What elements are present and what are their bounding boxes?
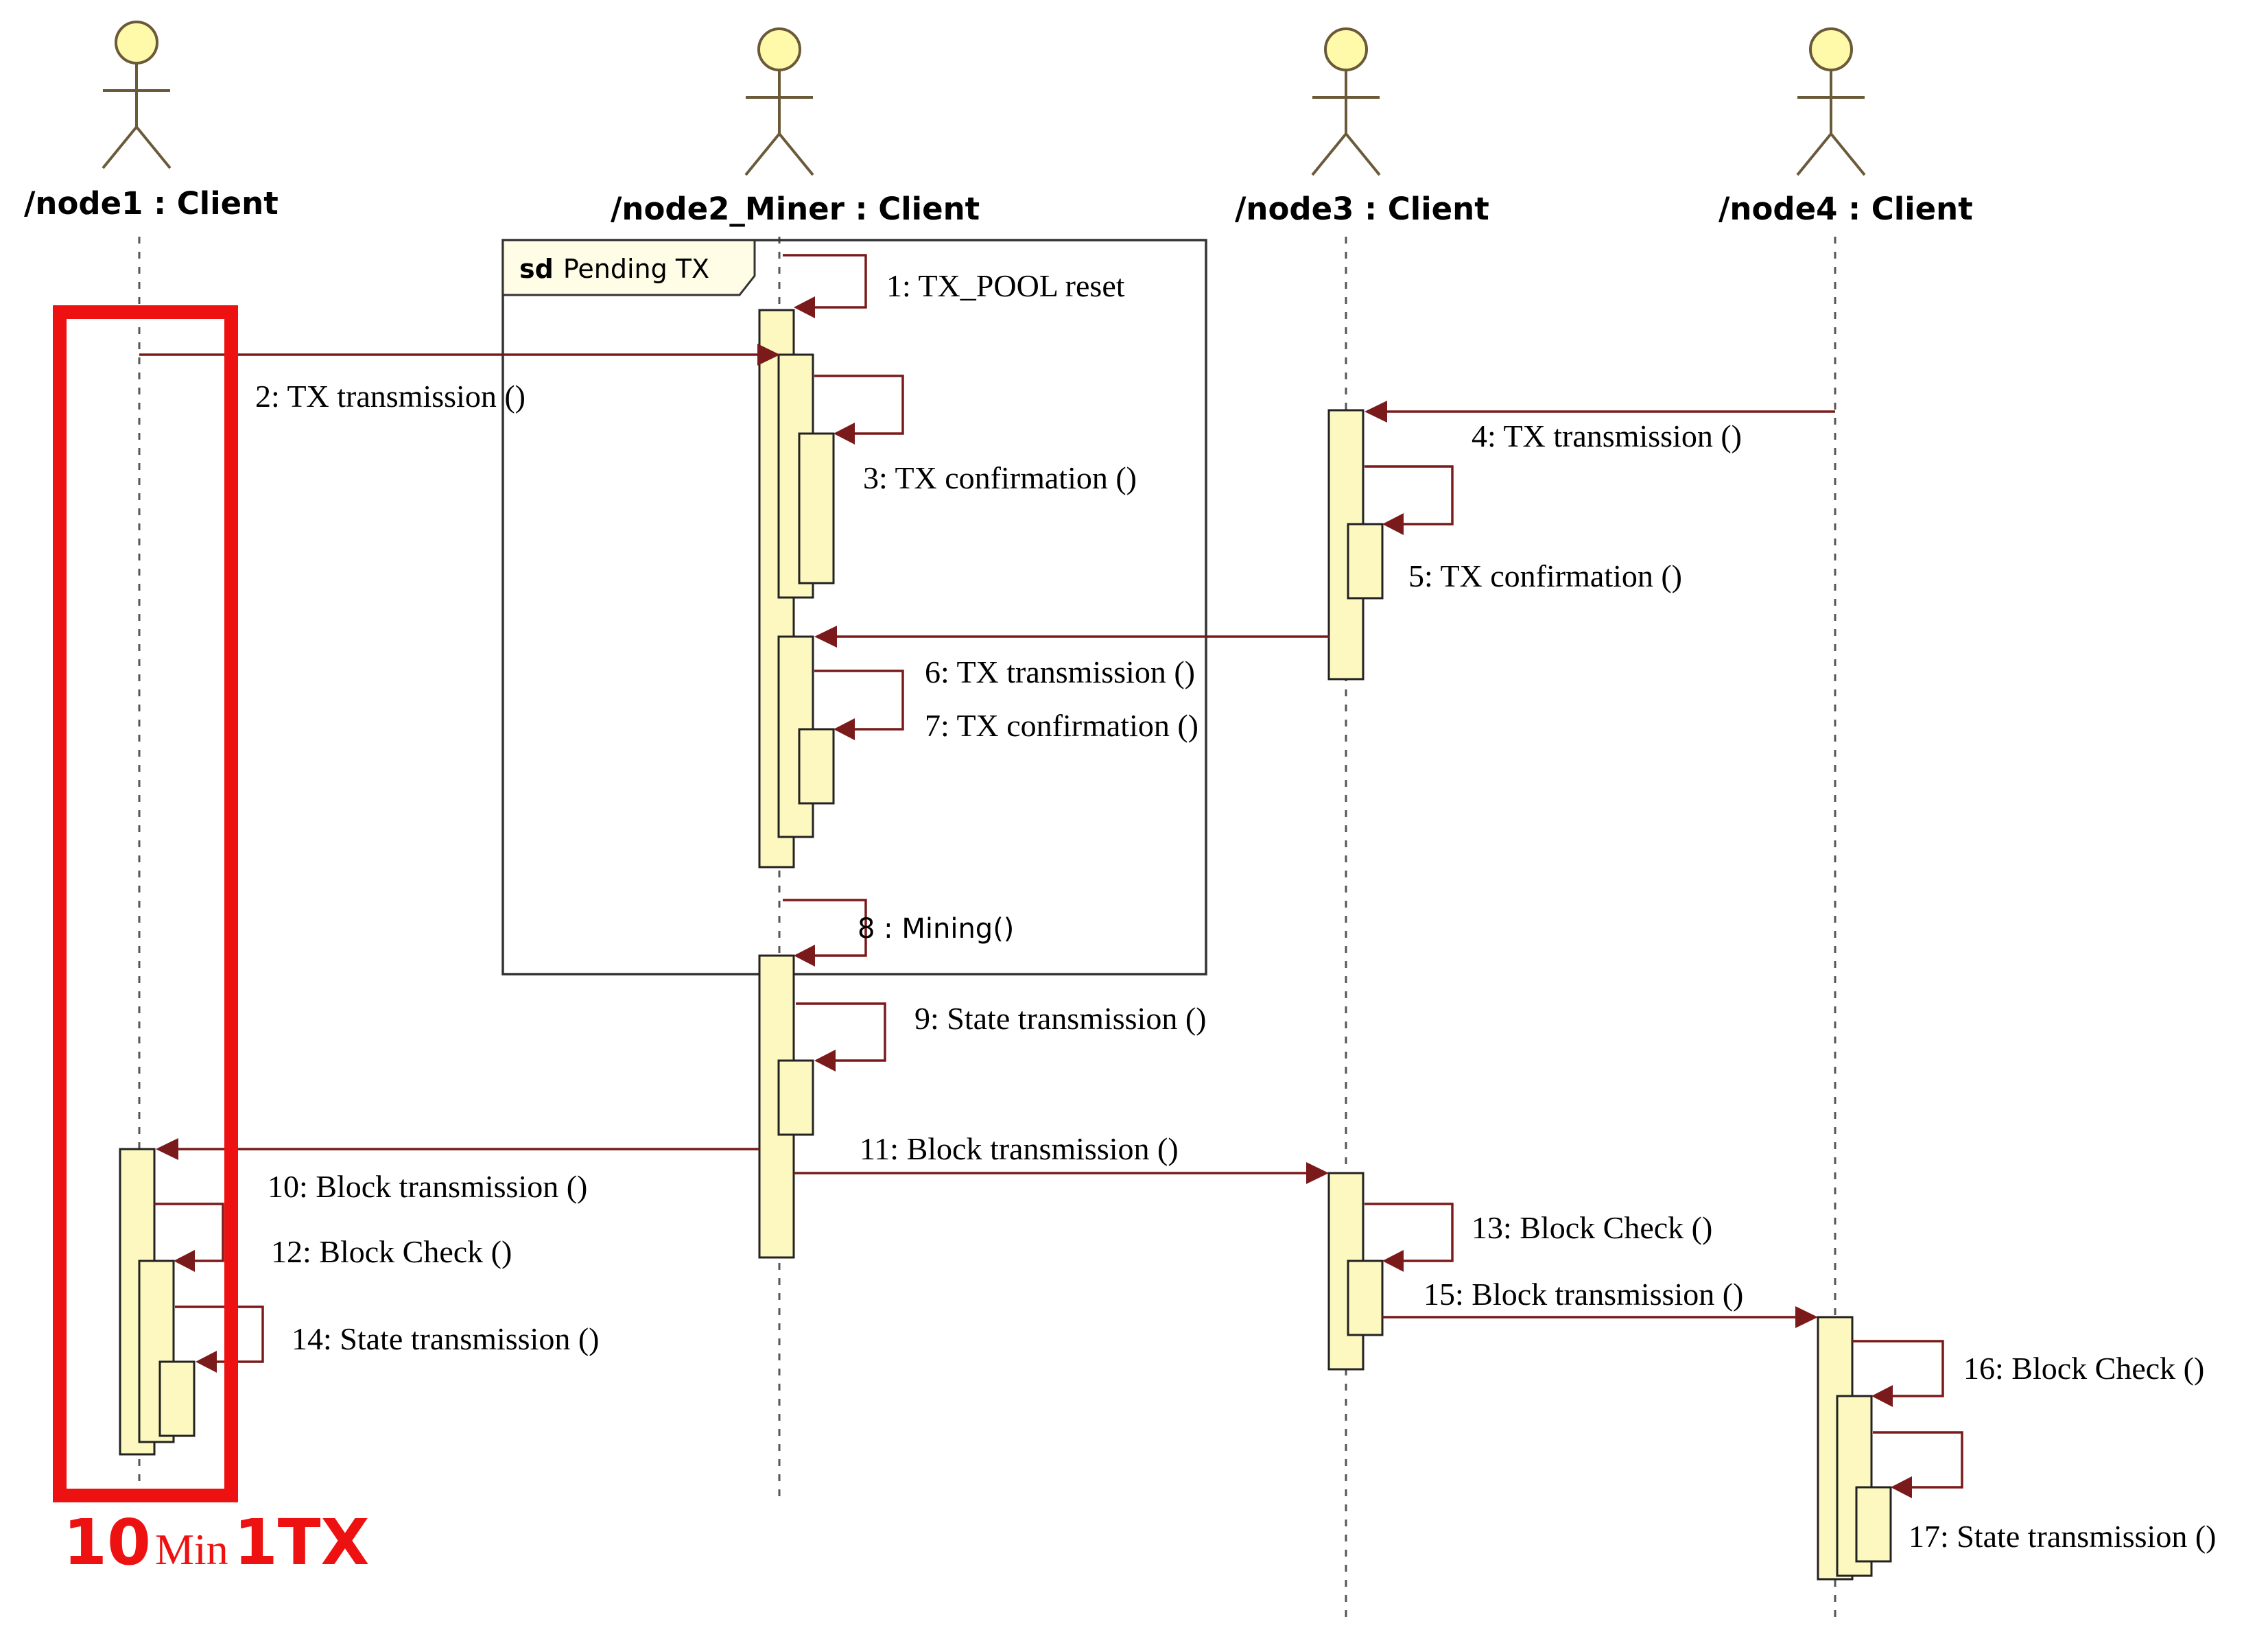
message-label-10: 10: Block transmission () — [268, 1169, 587, 1204]
actor-node2: /node2_Miner : Client — [611, 27, 980, 227]
message-12: 12: Block Check () — [154, 1203, 512, 1272]
annotation-10min-1tx: 10Min1TX — [63, 1506, 369, 1579]
frame-keyword: sd — [519, 254, 554, 284]
message-label-12: 12: Block Check () — [271, 1234, 512, 1269]
activation-node4 — [1855, 1486, 1892, 1563]
message-label-8: 8 : Mining() — [858, 913, 1014, 945]
message-14: 14: State transmission () — [175, 1305, 599, 1373]
message-label-7: 7: TX confirmation () — [925, 708, 1198, 743]
message-1: 1: TX_POOL reset — [783, 254, 1125, 318]
annotation-unit: Min — [155, 1525, 228, 1574]
message-label-3: 3: TX confirmation () — [863, 460, 1137, 495]
message-10: 10: Block transmission () — [156, 1138, 759, 1204]
message-8: 8 : Mining() — [783, 899, 1014, 967]
annotation-tx: 1TX — [234, 1506, 370, 1579]
actor-label-node3: /node3 : Client — [1235, 191, 1489, 227]
message-11: 11: Block transmission () — [794, 1131, 1329, 1184]
message-label-13: 13: Block Check () — [1472, 1210, 1712, 1245]
activation-node2 — [777, 1059, 814, 1136]
activation-node3 — [1347, 1260, 1384, 1336]
message-2: 2: TX transmission () — [139, 344, 780, 414]
stick-figure-icon — [102, 21, 172, 169]
actor-node4: /node4 : Client — [1718, 27, 1973, 227]
annotation-number: 10 — [63, 1506, 151, 1579]
activation-node2 — [798, 728, 835, 805]
message-label-16: 16: Block Check () — [1963, 1351, 2204, 1386]
message-label-11: 11: Block transmission () — [860, 1131, 1179, 1166]
message-label-6: 6: TX transmission () — [925, 654, 1195, 689]
highlight-box — [53, 305, 238, 1502]
actor-node3: /node3 : Client — [1235, 27, 1489, 227]
message-3: 3: TX confirmation () — [814, 375, 1137, 495]
message-6: 6: TX transmission () — [814, 626, 1329, 689]
frame-name: Pending TX — [563, 254, 709, 284]
message-16: 16: Block Check () — [1852, 1340, 2204, 1407]
activation-node3 — [1347, 523, 1384, 600]
stick-figure-icon — [1796, 27, 1866, 176]
message-7: 7: TX confirmation () — [814, 670, 1198, 743]
message-5: 5: TX confirmation () — [1365, 465, 1682, 593]
actor-label-node4: /node4 : Client — [1718, 191, 1973, 227]
message-4: 4: TX transmission () — [1365, 401, 1835, 453]
actor-label-node2: /node2_Miner : Client — [611, 191, 980, 227]
stick-figure-icon — [744, 27, 814, 176]
message-17: 17: State transmission () — [1873, 1431, 2216, 1554]
actor-label-node1: /node1 : Client — [24, 185, 279, 222]
message-label-15: 15: Block transmission () — [1424, 1277, 1743, 1312]
activation-node1 — [158, 1360, 196, 1437]
message-label-17: 17: State transmission () — [1909, 1519, 2216, 1554]
message-label-1: 1: TX_POOL reset — [886, 268, 1125, 303]
message-label-9: 9: State transmission () — [914, 1001, 1206, 1036]
message-13: 13: Block Check () — [1365, 1203, 1712, 1272]
message-9: 9: State transmission () — [796, 1001, 1206, 1072]
message-15: 15: Block transmission () — [1382, 1277, 1818, 1328]
actor-node1: /node1 : Client — [24, 21, 279, 222]
message-label-4: 4: TX transmission () — [1472, 418, 1742, 453]
message-label-5: 5: TX confirmation () — [1408, 558, 1682, 593]
combined-fragment-pending-tx: sd Pending TX — [501, 239, 1207, 976]
activation-node2 — [798, 432, 835, 584]
message-label-2: 2: TX transmission () — [255, 379, 525, 414]
frame-label: sd Pending TX — [519, 254, 709, 284]
message-label-14: 14: State transmission () — [292, 1321, 599, 1356]
stick-figure-icon — [1311, 27, 1381, 176]
